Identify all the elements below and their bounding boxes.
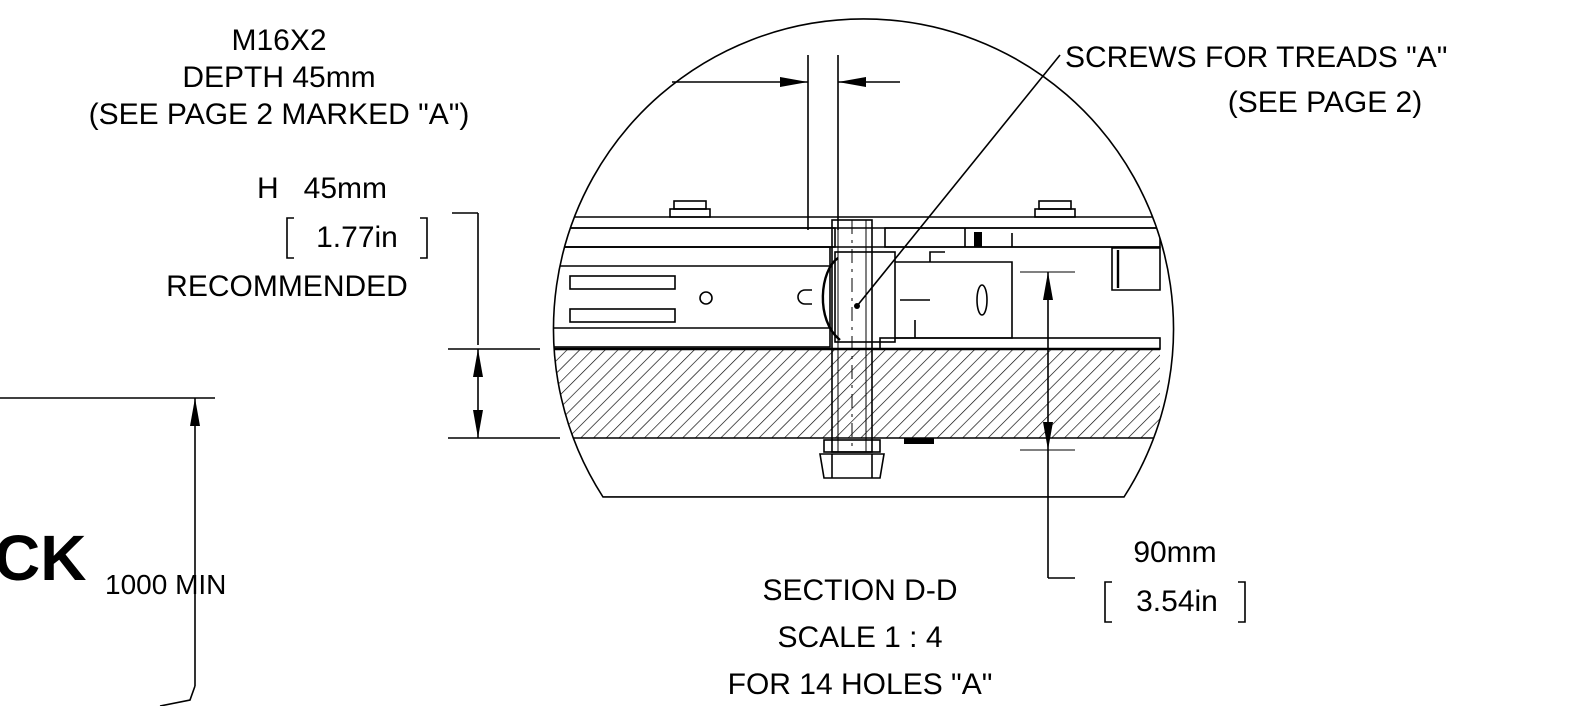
screws-leader xyxy=(856,54,1061,307)
top-nut-left xyxy=(669,200,711,218)
depth-value-in: 3.54in xyxy=(1136,585,1218,618)
height-value-mm: H 45mm xyxy=(257,172,387,205)
screws-reference: (SEE PAGE 2) xyxy=(1228,86,1423,119)
thread-spec: M16X2 xyxy=(231,24,326,57)
depth-dimension xyxy=(1020,271,1075,579)
min-clearance-label: 1000 MIN xyxy=(105,569,226,600)
section-title: SECTION D-D SCALE 1 : 4 FOR 14 HOLES "A" xyxy=(728,574,993,701)
height-recommended: RECOMMENDED xyxy=(166,270,408,303)
partial-heading: CK xyxy=(0,522,86,594)
tread-section xyxy=(553,246,831,348)
screws-label: SCREWS FOR TREADS "A" xyxy=(1065,41,1447,74)
height-callout: H 45mm 1.77in RECOMMENDED xyxy=(166,172,428,303)
tread-screw xyxy=(821,251,896,343)
depth-value-mm: 90mm xyxy=(1133,536,1216,569)
min-clearance-dimension xyxy=(0,397,215,706)
anchor-bolt xyxy=(819,219,934,479)
depth-callout: 90mm 3.54in xyxy=(1104,536,1246,623)
section-detail-view xyxy=(552,18,1175,498)
thread-depth: DEPTH 45mm xyxy=(182,61,375,94)
thread-dimension xyxy=(672,55,900,230)
detail-boundary xyxy=(552,18,1175,498)
upper-flange xyxy=(553,227,836,248)
height-dimension xyxy=(448,212,560,439)
thread-reference: (SEE PAGE 2 MARKED "A") xyxy=(89,98,470,131)
section-scale: SCALE 1 : 4 xyxy=(777,621,942,654)
slab-hatch xyxy=(553,349,1160,438)
height-value-in: 1.77in xyxy=(316,221,398,254)
section-name: SECTION D-D xyxy=(763,574,958,607)
thread-callout: M16X2 DEPTH 45mm (SEE PAGE 2 MARKED "A") xyxy=(89,24,470,131)
section-holes: FOR 14 HOLES "A" xyxy=(728,668,993,701)
screws-callout: SCREWS FOR TREADS "A" (SEE PAGE 2) xyxy=(1065,41,1447,119)
top-nut-right xyxy=(1034,200,1076,218)
